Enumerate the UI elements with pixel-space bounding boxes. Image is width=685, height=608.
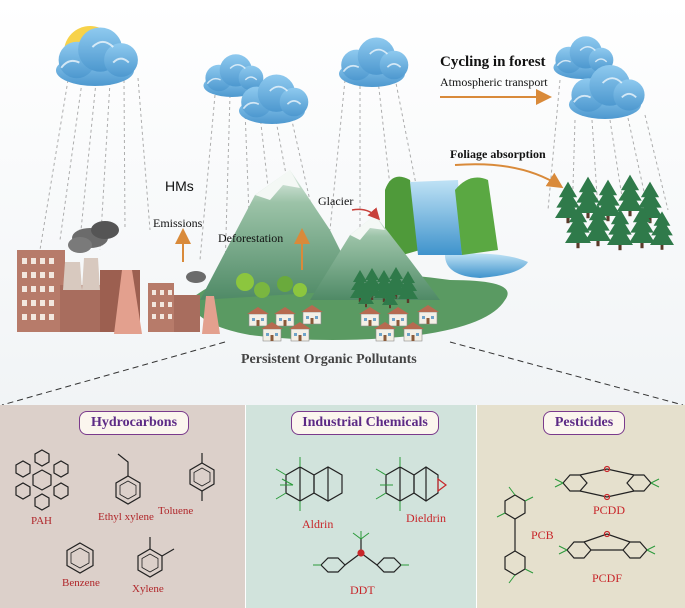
- chem-label-dieldrin: Dieldrin: [406, 511, 446, 525]
- panel-hydrocarbons: Hydrocarbons: [0, 405, 245, 608]
- panel-title-pesticides: Pesticides: [543, 411, 625, 435]
- panel-title-industrial-chemicals: Industrial Chemicals: [291, 411, 439, 435]
- chem-label-pcdd: PCDD: [593, 503, 626, 517]
- foliage-absorption-label: Foliage absorption: [450, 147, 546, 161]
- flow-arrows: [175, 89, 564, 270]
- lake: [445, 253, 528, 278]
- pops-label: Persistent Organic Pollutants: [241, 352, 417, 367]
- glacier-label: Glacier: [318, 194, 354, 208]
- chem-label-pah: PAH: [31, 515, 52, 527]
- chem-label-xylene: Xylene: [132, 583, 164, 595]
- chem-label-aldrin: Aldrin: [302, 517, 334, 531]
- chem-label-toluene: Toluene: [158, 505, 194, 517]
- pesticide-structures: [496, 465, 660, 584]
- hms-label: HMs: [165, 178, 194, 194]
- chem-label-pcb: PCB: [531, 528, 554, 542]
- panel-title-hydrocarbons: Hydrocarbons: [79, 411, 189, 435]
- deforestation-label: Deforestation: [218, 231, 284, 245]
- panel-industrial-chemicals: Industrial Chemicals: [246, 405, 476, 608]
- scene-title: Cycling in forest: [440, 54, 546, 70]
- industrial-chemical-structures: [275, 457, 447, 573]
- forest-icon: [236, 267, 418, 309]
- panel-pesticides: Pesticides: [477, 405, 685, 608]
- chem-label-ethyl-xylene: Ethyl xylene: [98, 511, 154, 523]
- chem-label-pcdf: PCDF: [592, 571, 623, 585]
- hydrocarbon-structures: [15, 449, 215, 578]
- emissions-label: Emissions: [153, 216, 203, 230]
- waterfall-icon: [385, 176, 498, 260]
- factory-icon: [17, 221, 220, 334]
- chem-label-ddt: DDT: [350, 583, 375, 597]
- chem-label-benzene: Benzene: [62, 577, 100, 589]
- atmospheric-transport-label: Atmospheric transport: [440, 75, 548, 89]
